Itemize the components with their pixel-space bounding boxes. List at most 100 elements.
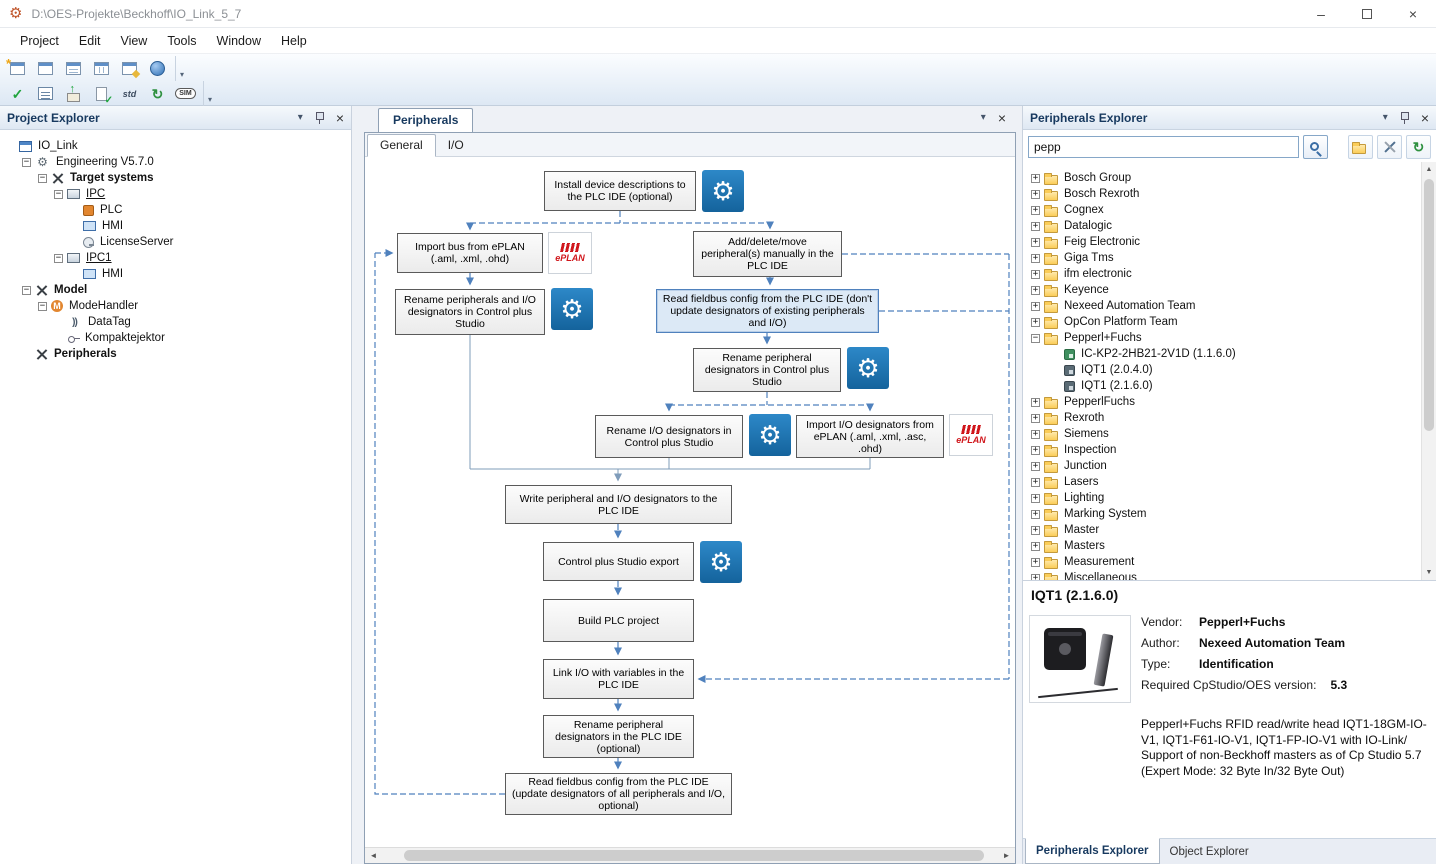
- flow-node-rename-io-designators[interactable]: Rename I/O designators in Control plus S…: [595, 415, 743, 458]
- document-close-icon[interactable]: ×: [998, 111, 1006, 125]
- tree-item[interactable]: +Miscellaneous: [1023, 570, 1420, 580]
- tree-item[interactable]: PLC: [0, 202, 351, 218]
- tree-item[interactable]: −IPC: [0, 186, 351, 202]
- expand-toggle-icon[interactable]: +: [1031, 446, 1040, 455]
- tree-item[interactable]: IC-KP2-2HB21-2V1D (1.1.6.0): [1023, 346, 1420, 362]
- deploy-icon[interactable]: ↑: [62, 83, 85, 105]
- expand-toggle-icon[interactable]: +: [1031, 430, 1040, 439]
- expand-toggle-icon[interactable]: +: [1031, 526, 1040, 535]
- new-project-icon[interactable]: [6, 58, 29, 80]
- scroll-down-arrow[interactable]: ▼: [1422, 565, 1436, 580]
- flow-node-cps-export[interactable]: Control plus Studio export: [543, 542, 694, 581]
- expand-toggle-icon[interactable]: +: [1031, 542, 1040, 551]
- tree-item[interactable]: +Bosch Rexroth: [1023, 186, 1420, 202]
- tab-peripherals[interactable]: Peripherals: [378, 108, 473, 132]
- tree-item[interactable]: +Masters: [1023, 538, 1420, 554]
- tree-item[interactable]: +ifm electronic: [1023, 266, 1420, 282]
- tree-item[interactable]: +Rexroth: [1023, 410, 1420, 426]
- panel-close-icon[interactable]: ×: [336, 111, 344, 125]
- tree-item[interactable]: Kompaktejektor: [0, 330, 351, 346]
- tree-item[interactable]: +Lighting: [1023, 490, 1420, 506]
- expand-toggle-icon[interactable]: −: [54, 254, 63, 263]
- expand-toggle-icon[interactable]: −: [22, 286, 31, 295]
- tree-item[interactable]: +Datalogic: [1023, 218, 1420, 234]
- tree-item[interactable]: ))DataTag: [0, 314, 351, 330]
- expand-toggle-icon[interactable]: +: [1031, 510, 1040, 519]
- menu-project[interactable]: Project: [10, 30, 69, 52]
- flow-node-read-fieldbus-update-all[interactable]: Read fieldbus config from the PLC IDE (u…: [505, 773, 732, 815]
- minimize-button[interactable]: –: [1298, 0, 1344, 27]
- expand-toggle-icon[interactable]: +: [1031, 494, 1040, 503]
- go-online-icon[interactable]: ↻: [146, 83, 169, 105]
- expand-toggle-icon[interactable]: +: [1031, 414, 1040, 423]
- expand-toggle-icon[interactable]: +: [1031, 302, 1040, 311]
- scrollbar-track[interactable]: [382, 848, 998, 863]
- tree-item[interactable]: −MModeHandler: [0, 298, 351, 314]
- menu-view[interactable]: View: [110, 30, 157, 52]
- expand-toggle-icon[interactable]: −: [38, 302, 47, 311]
- tree-item[interactable]: +Master: [1023, 522, 1420, 538]
- tree-item[interactable]: +Marking System: [1023, 506, 1420, 522]
- expand-toggle-icon[interactable]: +: [1031, 238, 1040, 247]
- pin-icon[interactable]: [1400, 111, 1409, 124]
- expand-toggle-icon[interactable]: +: [1031, 398, 1040, 407]
- flow-node-import-io-designators[interactable]: Import I/O designators from ePLAN (.aml,…: [796, 415, 944, 458]
- expand-toggle-icon[interactable]: +: [1031, 222, 1040, 231]
- toolbar-overflow-button[interactable]: ▾: [203, 81, 216, 106]
- form-editor-icon[interactable]: [118, 58, 141, 80]
- tree-item[interactable]: +Keyence: [1023, 282, 1420, 298]
- flow-node-write-designators[interactable]: Write peripheral and I/O designators to …: [505, 485, 732, 524]
- close-button[interactable]: ×: [1390, 0, 1436, 27]
- tree-item[interactable]: HMI: [0, 218, 351, 234]
- expand-toggle-icon[interactable]: +: [1031, 318, 1040, 327]
- flow-node-import-bus-eplan[interactable]: Import bus from ePLAN (.aml, .xml, .ohd): [397, 233, 543, 273]
- expand-toggle-icon[interactable]: +: [1031, 558, 1040, 567]
- check-project-icon[interactable]: ✓: [90, 83, 113, 105]
- build-ok-icon[interactable]: ✓: [6, 83, 29, 105]
- tree-item[interactable]: +Feig Electronic: [1023, 234, 1420, 250]
- menu-window[interactable]: Window: [207, 30, 271, 52]
- tree-item[interactable]: HMI: [0, 266, 351, 282]
- tools-button[interactable]: [1377, 135, 1402, 159]
- tree-item[interactable]: −⚙Engineering V5.7.0: [0, 154, 351, 170]
- expand-toggle-icon[interactable]: −: [38, 174, 47, 183]
- expand-toggle-icon[interactable]: +: [1031, 286, 1040, 295]
- expand-toggle-icon[interactable]: +: [1031, 270, 1040, 279]
- browser-icon[interactable]: [146, 58, 169, 80]
- expand-toggle-icon[interactable]: +: [1031, 174, 1040, 183]
- tree-item[interactable]: −Pepperl+Fuchs: [1023, 330, 1420, 346]
- tree-item[interactable]: +Inspection: [1023, 442, 1420, 458]
- flow-node-rename-peripheral-designators[interactable]: Rename peripheral designators in Control…: [693, 348, 841, 392]
- expand-toggle-icon[interactable]: −: [22, 158, 31, 167]
- panel-menu-chevron-icon[interactable]: ▾: [298, 113, 303, 123]
- flow-node-rename-peripherals-io[interactable]: Rename peripherals and I/O designators i…: [395, 289, 545, 335]
- tree-item[interactable]: Peripherals: [0, 346, 351, 362]
- expand-toggle-icon[interactable]: +: [1031, 190, 1040, 199]
- open-folder-button[interactable]: [1348, 135, 1373, 159]
- flow-node-read-fieldbus-dont-update[interactable]: Read fieldbus config from the PLC IDE (d…: [656, 289, 879, 333]
- sim-mode-icon[interactable]: SIM: [174, 83, 197, 105]
- tree-item[interactable]: +OpCon Platform Team: [1023, 314, 1420, 330]
- grid-view-icon[interactable]: [62, 58, 85, 80]
- document-list-chevron-icon[interactable]: ▾: [981, 113, 986, 123]
- flow-node-rename-peripheral-plc-ide[interactable]: Rename peripheral designators in the PLC…: [543, 715, 694, 758]
- tree-item[interactable]: +Measurement: [1023, 554, 1420, 570]
- scrollbar-thumb[interactable]: [404, 850, 984, 861]
- scroll-right-arrow[interactable]: ►: [998, 851, 1015, 860]
- pin-icon[interactable]: [315, 111, 324, 124]
- search-button[interactable]: [1303, 135, 1328, 159]
- tree-item[interactable]: +Lasers: [1023, 474, 1420, 490]
- expand-toggle-icon[interactable]: −: [1031, 334, 1040, 343]
- tree-item[interactable]: +Junction: [1023, 458, 1420, 474]
- flow-node-link-io-variables[interactable]: Link I/O with variables in the PLC IDE: [543, 659, 694, 699]
- tab-object-explorer[interactable]: Object Explorer: [1160, 839, 1259, 864]
- menu-tools[interactable]: Tools: [157, 30, 206, 52]
- tree-item[interactable]: +Giga Tms: [1023, 250, 1420, 266]
- scroll-left-arrow[interactable]: ◄: [365, 851, 382, 860]
- table-view-icon[interactable]: [90, 58, 113, 80]
- menu-help[interactable]: Help: [271, 30, 317, 52]
- tree-item[interactable]: +Cognex: [1023, 202, 1420, 218]
- search-input[interactable]: [1028, 136, 1299, 158]
- subtab-i-o[interactable]: I/O: [436, 135, 476, 156]
- refresh-button[interactable]: ↻: [1406, 135, 1431, 159]
